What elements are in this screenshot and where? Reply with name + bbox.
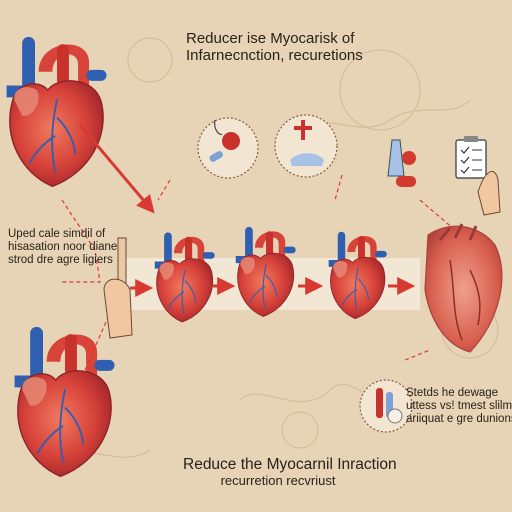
thermometer-icon [294,120,312,140]
heart-top-left [5,35,108,188]
header-title: Reducer ise Myocarisk of Infarnecnction,… [186,30,363,65]
pills-icon [209,151,223,162]
left-note-line-3: strod dre agre ligiers [8,254,113,267]
left-note-line-1: Uped cale simdil of [8,228,106,240]
heart-damaged [424,223,503,353]
raised-hand-icon [103,237,133,339]
header-line-1: Reducer ise Myocarisk of [186,30,355,47]
circle-therapy [274,114,338,178]
footer-title: Reduce the Myocarnil Inraction recurreti… [183,456,397,489]
flow-arrows [78,124,416,297]
clipboard-checklist-icon [455,136,501,216]
test-tubes-icon [376,388,403,424]
footer-line-1: Reduce the Myocarnil Inraction [183,456,397,473]
left-note: Uped cale simdil of hisasation noor dian… [8,228,117,268]
header-line-2: Infarnecnction, recuretions [186,47,363,65]
circle-tests [359,379,413,433]
right-note-line-1: Stetds he dewage [406,387,499,399]
medicine-bottle-icon [387,139,405,177]
medicine-items [387,139,416,187]
left-note-line-2: hisasation noor diane [8,241,118,254]
stethoscope-icon [222,132,240,150]
footer-line-2: recurretion recvriust [220,472,336,488]
arrow-diagonal-top [78,124,155,214]
right-note-line-3: ariiquat e gre dunions [406,413,512,426]
apple-icon [402,151,416,165]
right-note: Stetds he dewage uttess vs! tmest slilme… [406,387,512,427]
right-note-line-2: uttess vs! tmest slilmes [406,400,512,413]
circle-medication [197,117,259,179]
